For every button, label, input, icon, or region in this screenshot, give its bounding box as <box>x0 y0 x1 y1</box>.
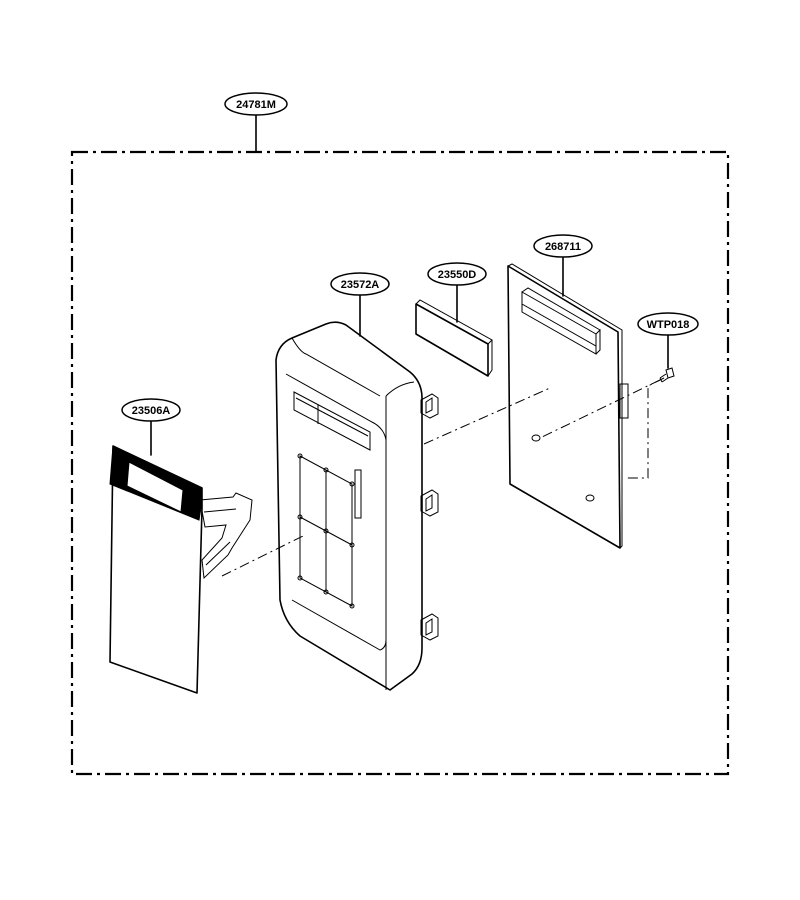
callout-assembly[interactable]: 24781M <box>224 92 288 153</box>
ribbon-cable <box>199 492 253 580</box>
assembly-boundary <box>70 150 730 776</box>
display-module <box>521 291 597 347</box>
pcb-board-part[interactable] <box>507 263 665 549</box>
callout-keypad[interactable]: 23506A <box>121 398 181 456</box>
callout-screw[interactable]: WTP018 <box>637 312 699 369</box>
control-panel-housing-part[interactable] <box>275 321 551 691</box>
display-window-part[interactable] <box>415 299 493 377</box>
membrane-keypad-part[interactable] <box>109 445 306 694</box>
callout-label-panel: 23572A <box>341 279 380 291</box>
display-window-cutout <box>126 461 184 513</box>
side-connector <box>619 383 629 419</box>
mounting-clip-middle <box>420 489 439 517</box>
callout-label-assembly: 24781M <box>236 99 276 111</box>
callout-window[interactable]: 23550D <box>427 262 487 323</box>
callout-pcb[interactable]: 268711 <box>533 234 593 297</box>
callout-label-keypad: 23506A <box>132 405 171 417</box>
mounting-hole-2 <box>585 494 595 502</box>
mounting-clip-bottom <box>420 613 439 641</box>
side-slot <box>354 469 362 519</box>
callout-panel[interactable]: 23572A <box>330 272 390 337</box>
callout-label-window: 23550D <box>438 269 477 281</box>
callout-label-pcb: 268711 <box>545 241 581 253</box>
screw-part[interactable] <box>659 367 675 383</box>
button-grid <box>297 453 355 609</box>
mounting-hole-1 <box>531 434 541 442</box>
display-recess <box>293 391 371 451</box>
callout-label-screw: WTP018 <box>647 319 690 331</box>
mounting-clip-top <box>420 393 439 419</box>
